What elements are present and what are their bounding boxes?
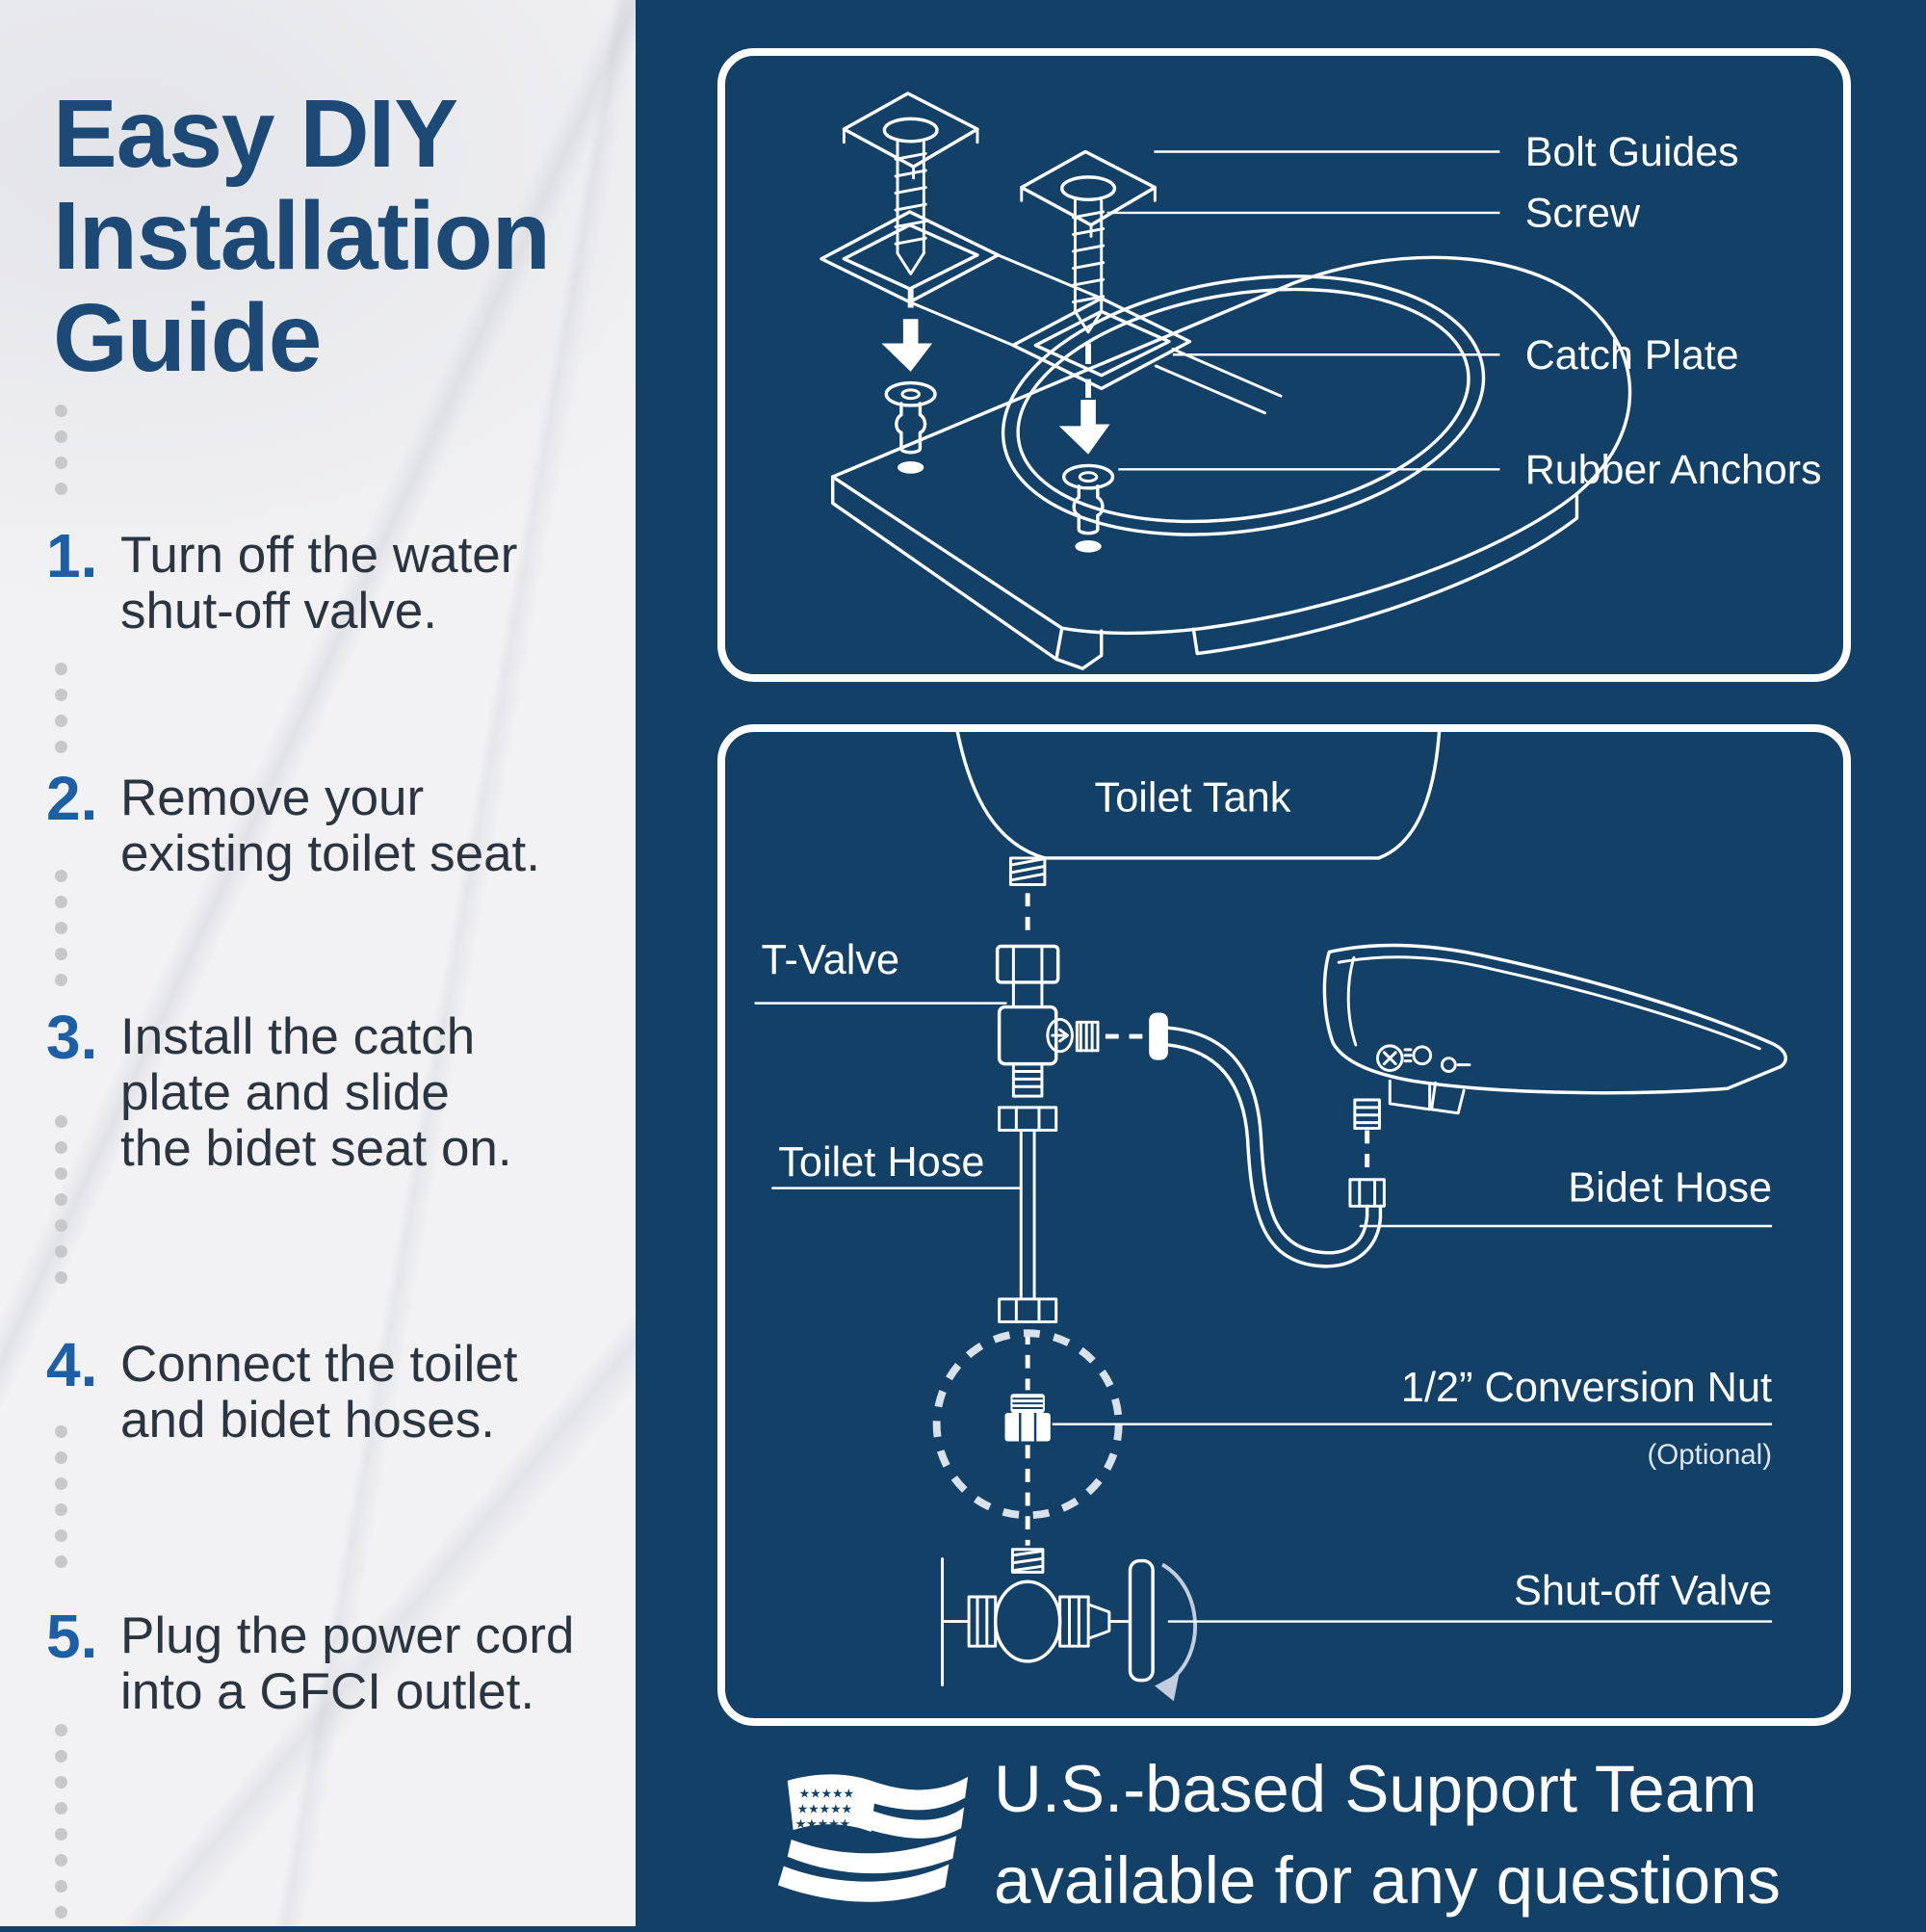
top-diagram-panel: Bolt Guides Screw Catch Plate Rubber Anc… — [717, 48, 1851, 682]
step-text-line: Install the catch — [120, 1008, 476, 1065]
step-1: 1. Turn off the water shut-off valve. — [46, 521, 518, 640]
flag-stars: ★★★★★ — [799, 1787, 854, 1801]
dotted-rail — [55, 870, 67, 1000]
us-flag-icon: ★★★★★ ★★★★★ ★★★★★ — [777, 1774, 969, 1902]
label-rubber-anchors: Rubber Anchors — [1525, 447, 1822, 493]
seat-base-drawing — [830, 255, 1632, 670]
label-conversion-nut: 1/2” Conversion Nut — [1401, 1365, 1772, 1411]
left-screw-assembly — [842, 91, 979, 474]
step-text-line: into a GFCI outlet. — [120, 1663, 535, 1720]
title-line: Guide — [53, 284, 322, 392]
support-line: available for any questions — [994, 1843, 1782, 1918]
step-5: 5. Plug the power cord into a GFCI outle… — [46, 1602, 575, 1720]
support-line: U.S.-based Support Team — [994, 1752, 1757, 1826]
step-text-line: shut-off valve. — [120, 583, 437, 640]
dotted-rail — [55, 663, 67, 767]
label-shut-off-valve: Shut-off Valve — [1514, 1568, 1772, 1614]
t-valve-drawing — [995, 893, 1168, 1098]
label-screw: Screw — [1525, 191, 1641, 237]
step-text-line: existing toilet seat. — [120, 825, 541, 882]
step-text-line: and bidet hoses. — [120, 1392, 495, 1449]
step-number: 4. — [46, 1330, 98, 1399]
bottom-diagram-panel: Toilet Tank T-Valve — [717, 724, 1851, 1726]
label-toilet-tank: Toilet Tank — [1095, 775, 1291, 822]
exploded-seat-diagram: Bolt Guides Screw Catch Plate Rubber Anc… — [820, 91, 1822, 670]
label-catch-plate: Catch Plate — [1525, 332, 1739, 379]
bidet-seat-drawing — [1322, 943, 1788, 1115]
bidet-hose-drawing — [1166, 1026, 1386, 1268]
flag-stars: ★★★★★ — [797, 1801, 852, 1815]
label-toilet-hose: Toilet Hose — [778, 1139, 984, 1186]
title-line: Easy DIY — [53, 80, 458, 188]
step-4: 4. Connect the toilet and bidet hoses. — [46, 1330, 518, 1449]
step-2: 2. Remove your existing toilet seat. — [46, 764, 541, 882]
dotted-rail — [55, 1425, 67, 1581]
catch-plate-drawing — [820, 210, 1283, 415]
step-number: 3. — [46, 1003, 98, 1072]
step-text-line: plate and slide — [120, 1064, 450, 1121]
step-text-line: Remove your — [120, 770, 425, 826]
rotate-arrow-icon — [1155, 1672, 1180, 1702]
dotted-rail — [55, 1115, 67, 1297]
down-arrow-icon — [881, 319, 933, 372]
support-team-text: U.S.-based Support Team available for an… — [994, 1743, 1781, 1926]
step-text-line: Connect the toilet — [120, 1336, 518, 1393]
step-number: 2. — [46, 764, 98, 833]
step-number: 5. — [46, 1602, 98, 1671]
toilet-tank-drawing — [955, 732, 1442, 886]
right-screw-assembly — [1020, 149, 1158, 553]
label-bidet-hose: Bidet Hose — [1568, 1164, 1772, 1211]
sidebar: Easy DIY Installation Guide 1. Turn off … — [0, 0, 636, 1926]
step-3: 3. Install the catch plate and slide the… — [46, 1003, 512, 1177]
label-t-valve: T-Valve — [761, 937, 899, 983]
step-text-line: Plug the power cord — [120, 1607, 575, 1664]
flag-stars: ★★★★★ — [795, 1816, 850, 1831]
dotted-rail — [55, 405, 67, 509]
step-text-line: Turn off the water — [120, 527, 518, 584]
conversion-nut-drawing — [932, 1329, 1123, 1546]
step-number: 1. — [46, 521, 98, 590]
down-arrow-icon — [1058, 400, 1110, 455]
title-line: Installation — [53, 182, 551, 290]
shut-off-valve-drawing — [941, 1548, 1198, 1702]
step-text-line: the bidet seat on. — [120, 1120, 512, 1177]
toilet-hose-drawing — [998, 1106, 1058, 1323]
label-bolt-guides: Bolt Guides — [1525, 129, 1739, 175]
label-optional: (Optional) — [1647, 1439, 1772, 1471]
page-title: Easy DIY Installation Guide — [53, 80, 551, 392]
dotted-rail — [55, 1724, 67, 1932]
plumbing-diagram: Toilet Tank T-Valve — [754, 732, 1788, 1702]
